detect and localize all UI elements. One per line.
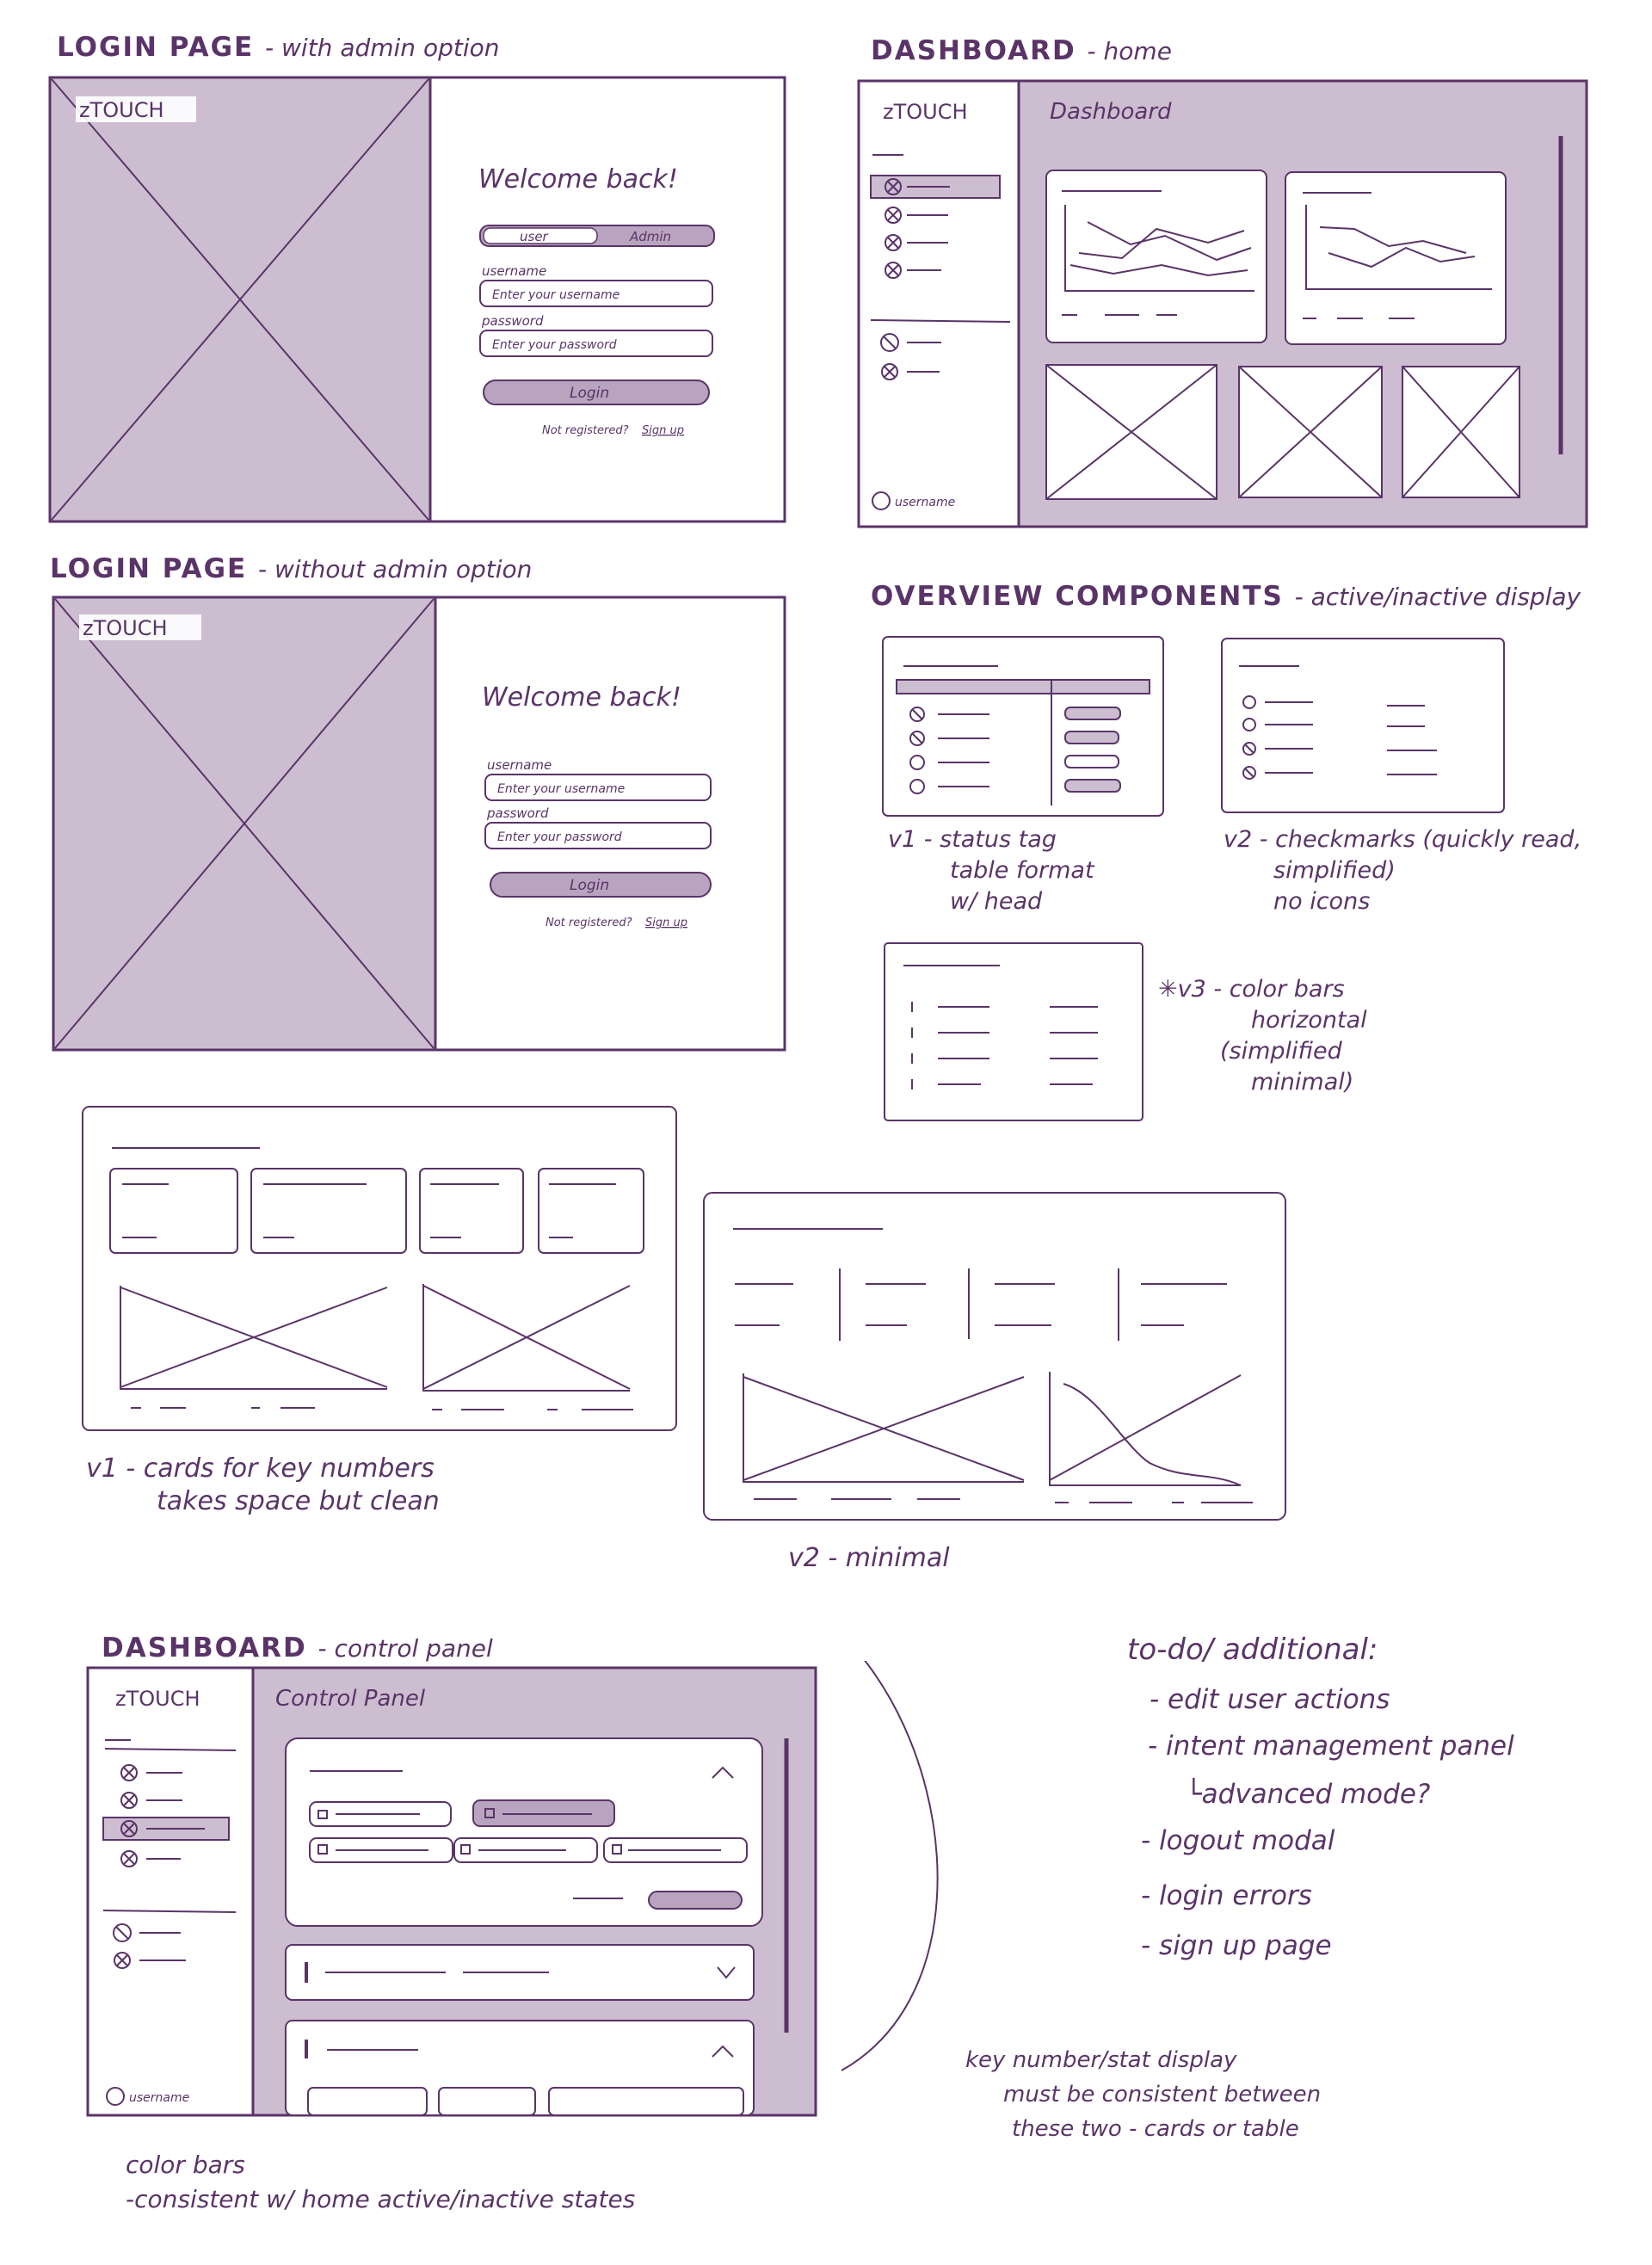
heading-overview-components: OVERVIEW COMPONENTS - active/inactive di…	[871, 581, 1581, 612]
password-field[interactable]	[479, 330, 713, 357]
svg-text:password: password	[481, 313, 544, 329]
svg-text:table format: table format	[950, 857, 1095, 884]
chevron-down-icon	[717, 1966, 736, 1979]
todo-title: to-do/ additional:	[1127, 1632, 1378, 1667]
note-color-bars: color bars	[126, 2151, 245, 2179]
overview-v3	[884, 942, 1143, 1121]
svg-text:minimal): minimal)	[1251, 1069, 1353, 1095]
home-v1	[82, 1106, 677, 1431]
heading-dashboard-control: DASHBOARD - control panel	[102, 1632, 493, 1663]
dashboard-control-panel-wireframe: zTOUCH Control Panel username	[86, 1661, 939, 2117]
overview-components: v1 - status tag table format w/ head v2 …	[882, 636, 1581, 1121]
svg-text:username: username	[895, 496, 955, 509]
brand-logo: zTOUCH	[115, 1687, 200, 1711]
svg-text:Enter your password: Enter your password	[497, 830, 622, 844]
home-layout-variants: v1 - cards for key numbers takes space b…	[82, 1106, 1286, 1573]
svg-text:Admin: Admin	[629, 229, 671, 244]
svg-text:✳v3 - color bars: ✳v3 - color bars	[1158, 976, 1345, 1003]
svg-text:Not registered?: Not registered?	[546, 916, 632, 929]
login-no-admin-wireframe: zTOUCH Welcome back! username Enter your…	[52, 596, 786, 1052]
note-color-bars: -consistent w/ home active/inactive stat…	[126, 2185, 636, 2213]
todo-item: └advanced mode?	[1186, 1779, 1431, 1810]
page-title: Dashboard	[1050, 99, 1172, 125]
svg-text:horizontal: horizontal	[1251, 1007, 1367, 1034]
svg-text:Login: Login	[570, 877, 609, 894]
overview-v1	[882, 636, 1164, 817]
svg-text:w/ head: w/ head	[950, 888, 1043, 915]
expanded-panel-2	[285, 2020, 755, 2116]
note-key-number: must be consistent between	[1003, 2082, 1322, 2108]
svg-text:password: password	[486, 805, 549, 821]
username-field[interactable]	[484, 774, 712, 801]
svg-text:(simplified: (simplified	[1220, 1038, 1343, 1065]
todo-item: - logout modal	[1141, 1825, 1335, 1856]
svg-text:Not registered?: Not registered?	[542, 424, 629, 437]
note-key-number: key number/stat display	[965, 2047, 1237, 2073]
todo-item: - login errors	[1141, 1880, 1312, 1911]
chevron-up-icon	[712, 2045, 734, 2058]
username-field[interactable]	[479, 280, 713, 307]
welcome-heading: Welcome back!	[482, 682, 681, 713]
svg-text:Login: Login	[570, 385, 609, 402]
todo-item: - sign up page	[1141, 1930, 1332, 1961]
svg-text:Enter your username: Enter your username	[497, 782, 625, 796]
dashboard-home-wireframe: zTOUCH username Dashboard	[857, 79, 1588, 528]
svg-text:v2 - minimal: v2 - minimal	[788, 1543, 950, 1573]
sidebar	[857, 79, 1020, 528]
expanded-panel	[285, 1737, 763, 1927]
brand-logo: zTOUCH	[79, 98, 164, 122]
brand-logo: zTOUCH	[883, 100, 968, 124]
login-admin-wireframe: zTOUCH Welcome back! user Admin username…	[48, 76, 786, 523]
svg-text:user: user	[520, 229, 549, 244]
login-button[interactable]	[483, 380, 710, 405]
welcome-heading: Welcome back!	[478, 164, 678, 194]
home-v2	[703, 1192, 1286, 1521]
svg-text:username: username	[487, 757, 552, 773]
sign-up-link[interactable]: Sign up	[645, 916, 687, 929]
chevron-up-icon	[712, 1766, 734, 1779]
svg-text:username: username	[482, 263, 546, 279]
sign-up-link[interactable]: Sign up	[642, 424, 684, 437]
overview-v2	[1221, 638, 1505, 813]
avatar	[106, 2087, 125, 2106]
heading-dashboard-home: DASHBOARD - home	[871, 35, 1172, 66]
svg-text:v2 - checkmarks (quickly read,: v2 - checkmarks (quickly read,	[1224, 826, 1581, 853]
note-key-number: these two - cards or table	[1012, 2116, 1299, 2142]
heading-login-admin: LOGIN PAGE - with admin option	[57, 32, 500, 63]
page-title: Control Panel	[275, 1686, 426, 1712]
svg-text:v1 - status tag: v1 - status tag	[888, 826, 1057, 853]
svg-text:simplified): simplified)	[1273, 857, 1396, 884]
todo-item: - edit user actions	[1150, 1684, 1390, 1715]
sidebar	[86, 1666, 255, 2117]
user-admin-toggle[interactable]: user Admin	[479, 225, 715, 247]
svg-text:username: username	[129, 2091, 189, 2105]
svg-text:Enter your username: Enter your username	[492, 288, 620, 302]
login-button[interactable]	[490, 872, 712, 898]
svg-text:no icons: no icons	[1273, 888, 1370, 915]
brand-logo: zTOUCH	[83, 616, 168, 640]
svg-text:v1 - cards for key numbers: v1 - cards for key numbers	[86, 1453, 435, 1484]
svg-text:takes space but clean: takes space but clean	[157, 1486, 440, 1516]
todo-item: - intent management panel	[1148, 1731, 1514, 1762]
svg-text:Enter your password: Enter your password	[492, 338, 617, 352]
avatar	[872, 491, 891, 510]
heading-login-no-admin: LOGIN PAGE - without admin option	[50, 553, 533, 584]
password-field[interactable]	[484, 822, 712, 849]
